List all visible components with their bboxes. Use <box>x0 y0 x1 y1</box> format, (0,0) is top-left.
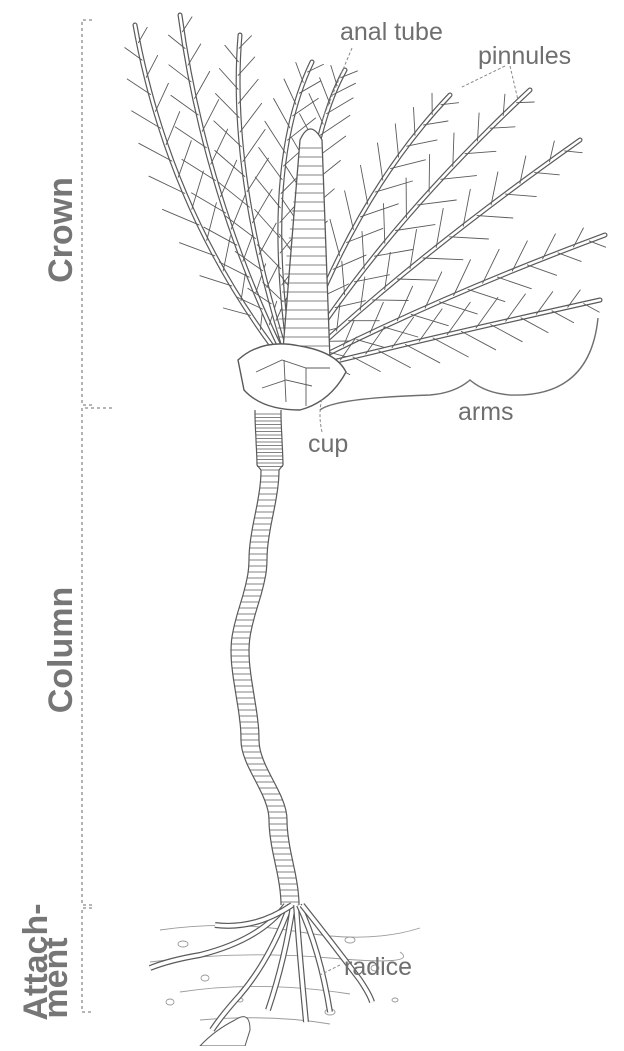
column-bracket <box>82 408 112 905</box>
leader-lines <box>320 48 518 975</box>
label-radice: radice <box>344 955 412 980</box>
label-arms: arms <box>458 400 514 425</box>
section-label-column: Column <box>44 566 84 734</box>
cup-leader <box>320 398 322 432</box>
substrate-rock <box>200 1017 250 1046</box>
section-label-crown: Crown <box>44 166 84 294</box>
pinnules-leader-2 <box>510 66 518 100</box>
label-pinnules: pinnules <box>478 44 571 69</box>
section-brackets <box>82 20 112 1012</box>
section-label-attachment-line2: ment <box>39 908 75 1048</box>
attachment-bracket <box>82 908 92 1012</box>
label-anal-tube: anal tube <box>340 20 443 45</box>
radices <box>150 905 372 1046</box>
column <box>231 410 299 905</box>
label-cup: cup <box>308 432 348 457</box>
